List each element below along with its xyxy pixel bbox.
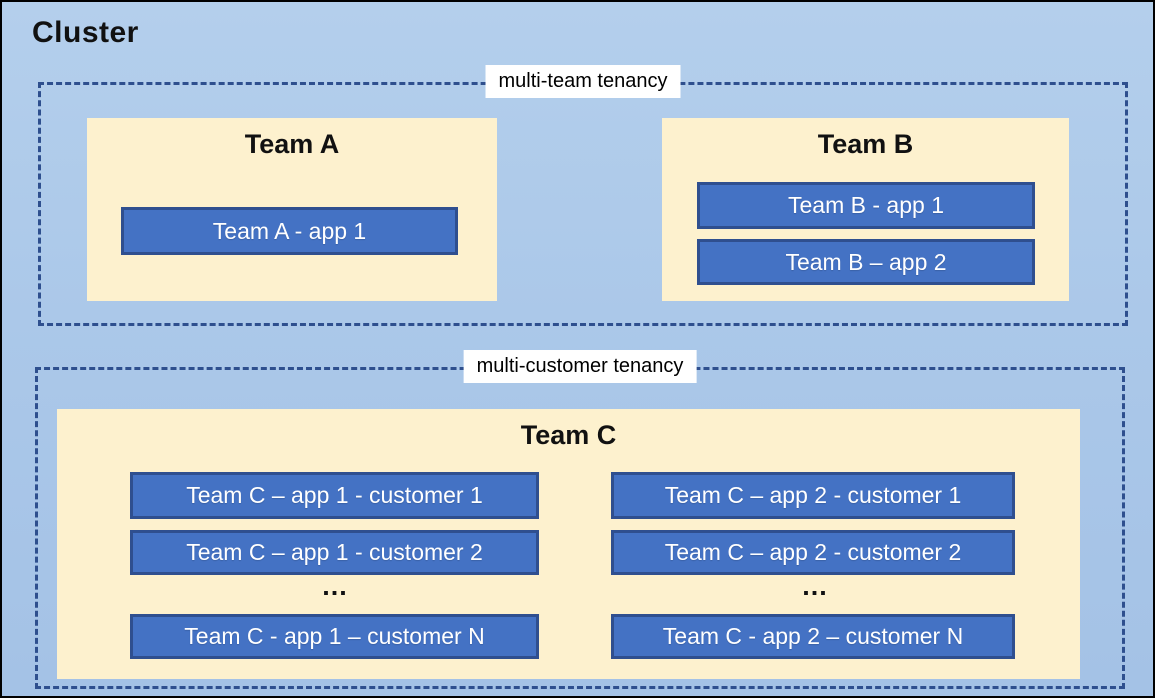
team-c-box: Team C Team C – app 1 - customer 1 Team … xyxy=(57,409,1080,679)
team-c-app2-ellipsis: ... xyxy=(802,571,828,601)
multi-customer-tenancy-label: multi-customer tenancy xyxy=(463,350,697,383)
team-c-app1-customerN-box: Team C - app 1 – customer N xyxy=(130,614,539,659)
cluster-title: Cluster xyxy=(32,16,139,49)
team-c-app2-customer1-box: Team C – app 2 - customer 1 xyxy=(611,472,1015,519)
multi-team-tenancy-group: multi-team tenancy Team A Team A - app 1… xyxy=(38,65,1128,326)
team-c-app1-customer2-box: Team C – app 1 - customer 2 xyxy=(130,530,539,575)
team-a-title: Team A xyxy=(244,129,340,159)
team-b-app-2-box: Team B – app 2 xyxy=(697,239,1035,285)
team-b-title: Team B xyxy=(817,129,914,159)
multi-team-tenancy-label: multi-team tenancy xyxy=(485,65,681,98)
team-c-app2-customerN-box: Team C - app 2 – customer N xyxy=(611,614,1015,659)
team-b-box: Team B Team B - app 1 Team B – app 2 xyxy=(662,118,1069,301)
team-c-app1-customer1-box: Team C – app 1 - customer 1 xyxy=(130,472,539,519)
team-a-box: Team A Team A - app 1 xyxy=(87,118,497,301)
team-a-app-1-box: Team A - app 1 xyxy=(121,207,458,255)
team-b-app-1-box: Team B - app 1 xyxy=(697,182,1035,229)
team-c-app2-customer2-box: Team C – app 2 - customer 2 xyxy=(611,530,1015,575)
team-c-app1-ellipsis: ... xyxy=(322,571,348,601)
multi-customer-tenancy-group: multi-customer tenancy Team C Team C – a… xyxy=(35,350,1125,689)
team-c-title: Team C xyxy=(520,420,617,450)
